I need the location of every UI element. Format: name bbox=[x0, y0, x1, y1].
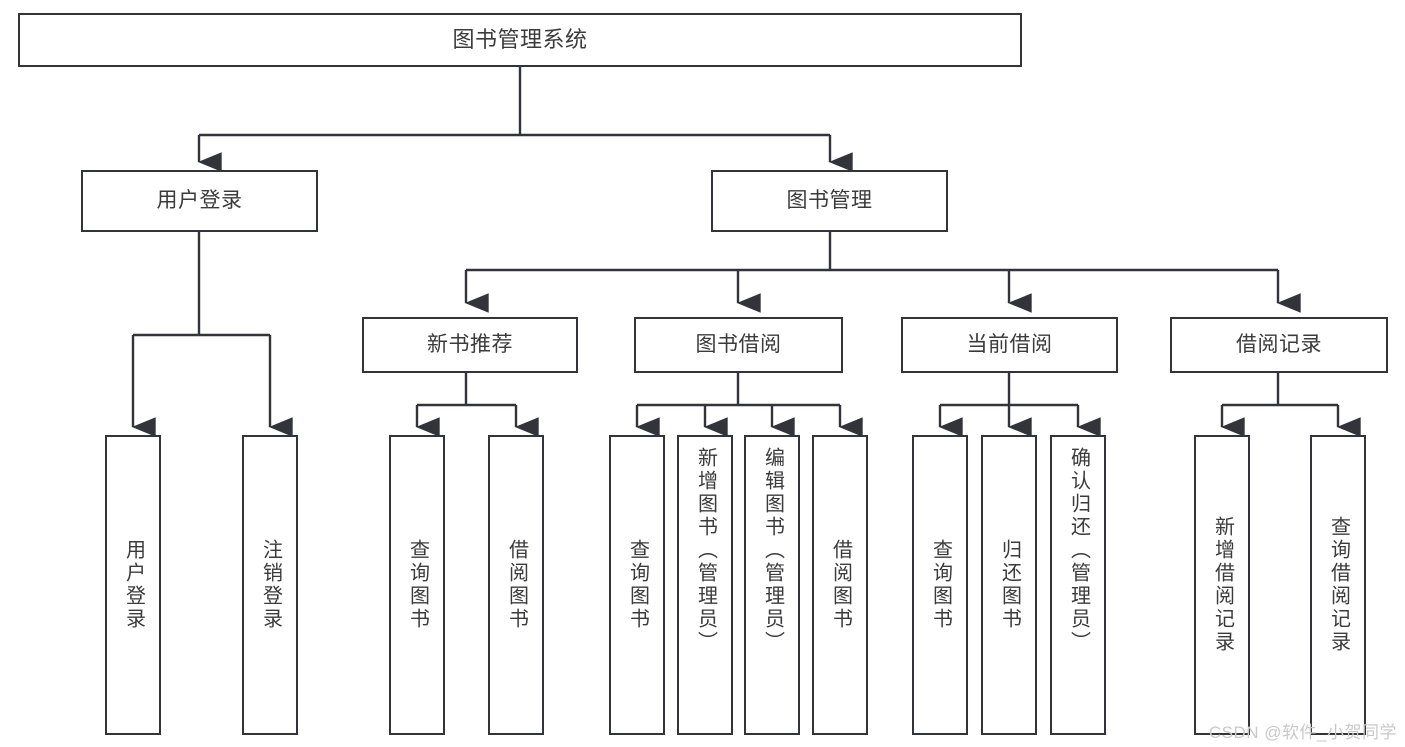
leaf-add-book-admin[interactable]: 新增图书（管理员） bbox=[677, 435, 733, 735]
node-label: 图书管理 bbox=[786, 188, 873, 212]
node-borrow-records[interactable]: 借阅记录 bbox=[1170, 317, 1388, 373]
node-label: 借阅图书 bbox=[829, 539, 852, 631]
node-current-borrow[interactable]: 当前借阅 bbox=[901, 317, 1118, 373]
node-label: 归还图书 bbox=[998, 539, 1021, 631]
node-new-book-recommend[interactable]: 新书推荐 bbox=[362, 317, 578, 373]
leaf-confirm-return-admin[interactable]: 确认归还（管理员） bbox=[1050, 435, 1106, 735]
node-label: 查询图书 bbox=[626, 539, 649, 631]
node-label: 图书借阅 bbox=[695, 332, 782, 356]
node-label: 用户登录 bbox=[156, 188, 243, 212]
leaf-query-book-current[interactable]: 查询图书 bbox=[912, 435, 968, 735]
leaf-borrow-book-recommend[interactable]: 借阅图书 bbox=[488, 435, 544, 735]
leaf-add-borrow-record[interactable]: 新增借阅记录 bbox=[1194, 435, 1250, 735]
leaf-edit-book-admin[interactable]: 编辑图书（管理员） bbox=[744, 435, 800, 735]
node-label: 新书推荐 bbox=[427, 332, 513, 356]
node-label: 借阅记录 bbox=[1236, 332, 1322, 356]
watermark-text: CSDN @软件_小贺同学 bbox=[1208, 723, 1397, 742]
node-user-login[interactable]: 用户登录 bbox=[81, 170, 318, 232]
node-label: 当前借阅 bbox=[966, 332, 1053, 356]
leaf-query-book-recommend[interactable]: 查询图书 bbox=[389, 435, 445, 735]
node-book-management[interactable]: 图书管理 bbox=[711, 170, 948, 232]
leaf-return-book[interactable]: 归还图书 bbox=[981, 435, 1037, 735]
node-book-borrow[interactable]: 图书借阅 bbox=[634, 317, 843, 373]
node-label: 查询图书 bbox=[406, 539, 429, 631]
node-label: 新增借阅记录 bbox=[1211, 516, 1234, 654]
node-label: 新增图书（管理员） bbox=[694, 447, 717, 654]
leaf-borrow-book[interactable]: 借阅图书 bbox=[812, 435, 868, 735]
node-label: 编辑图书（管理员） bbox=[761, 447, 784, 654]
node-label: 用户登录 bbox=[122, 539, 145, 631]
node-label: 查询图书 bbox=[929, 539, 952, 631]
node-label: 注销登录 bbox=[259, 539, 282, 631]
leaf-user-login[interactable]: 用户登录 bbox=[105, 435, 161, 735]
leaf-query-borrow-record[interactable]: 查询借阅记录 bbox=[1310, 435, 1366, 735]
leaf-logout[interactable]: 注销登录 bbox=[242, 435, 298, 735]
leaf-query-book-borrow[interactable]: 查询图书 bbox=[609, 435, 665, 735]
node-label: 查询借阅记录 bbox=[1327, 516, 1350, 654]
node-label: 确认归还（管理员） bbox=[1067, 447, 1090, 654]
node-label: 图书管理系统 bbox=[452, 27, 588, 53]
node-root-book-management-system[interactable]: 图书管理系统 bbox=[18, 13, 1022, 67]
node-label: 借阅图书 bbox=[505, 539, 528, 631]
